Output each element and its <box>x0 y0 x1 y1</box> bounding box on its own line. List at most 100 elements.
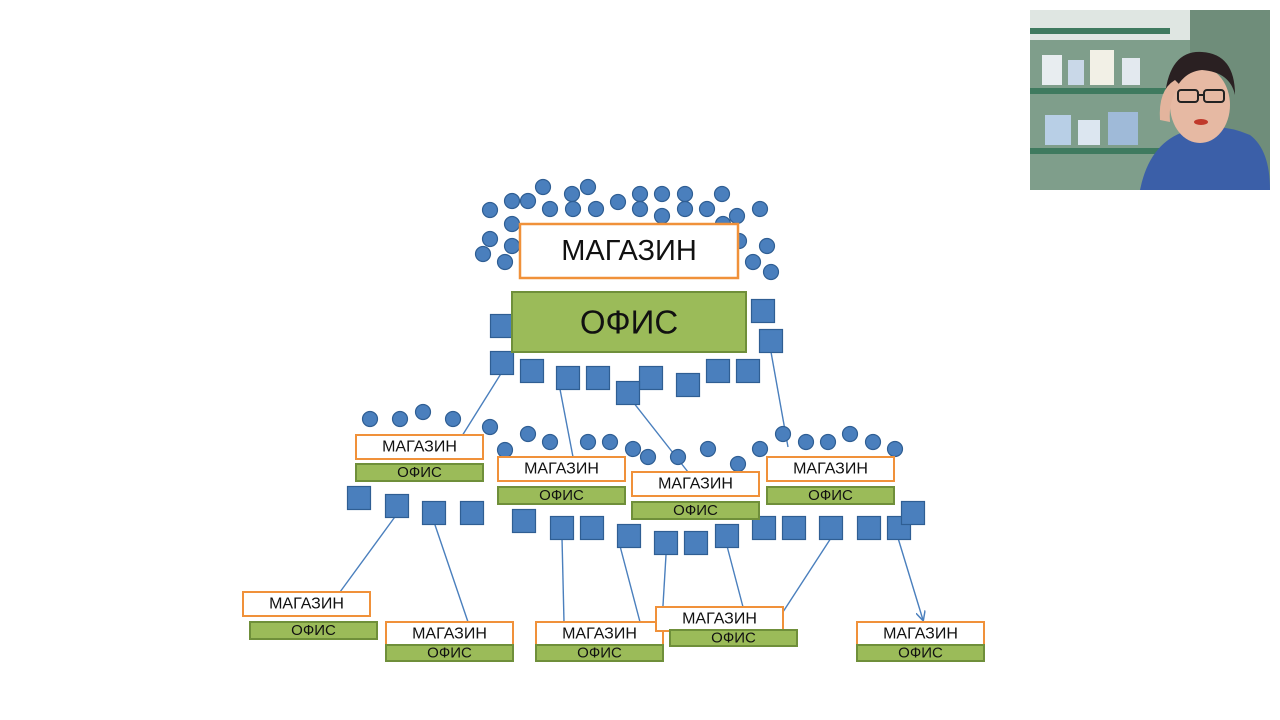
customer-dot <box>764 265 779 280</box>
supplier-square <box>581 517 604 540</box>
branch-unit: МАГАЗИН ОФИС <box>656 607 797 647</box>
office-label: ОФИС <box>808 487 853 504</box>
office-label: ОФИС <box>673 502 718 519</box>
office-label: ОФИС <box>427 645 472 662</box>
customer-dot <box>655 187 670 202</box>
customer-dot <box>760 239 775 254</box>
customer-dot <box>543 202 558 217</box>
supplier-square <box>783 517 806 540</box>
supplier-square <box>858 517 881 540</box>
customer-dot <box>655 209 670 224</box>
customer-dot <box>700 202 715 217</box>
connection-line <box>559 384 573 457</box>
supplier-square <box>677 374 700 397</box>
customer-dot <box>505 217 520 232</box>
presenter-video <box>1030 10 1270 190</box>
customer-dot <box>505 239 520 254</box>
customer-dot <box>476 247 491 262</box>
supplier-square <box>655 532 678 555</box>
office-label: ОФИС <box>580 304 678 341</box>
customer-dot <box>581 180 596 195</box>
customer-dot <box>603 435 618 450</box>
supplier-square <box>348 487 371 510</box>
office-label: ОФИС <box>577 645 622 662</box>
customer-dot <box>498 443 513 458</box>
customer-dot <box>363 412 378 427</box>
customer-dot <box>543 435 558 450</box>
customer-dot <box>866 435 881 450</box>
customer-dot <box>671 450 686 465</box>
customer-dot <box>678 187 693 202</box>
customer-dot <box>581 435 596 450</box>
customer-dot <box>633 187 648 202</box>
customer-dot <box>416 405 431 420</box>
customer-dot <box>730 209 745 224</box>
customer-dot <box>746 255 761 270</box>
customer-dot <box>633 202 648 217</box>
shop-label: МАГАЗИН <box>883 626 958 643</box>
connection-line <box>781 538 831 615</box>
supplier-square <box>491 315 514 338</box>
customer-dot <box>393 412 408 427</box>
office-label: ОФИС <box>291 622 336 639</box>
branch-unit: МАГАЗИН ОФИС <box>632 472 759 519</box>
office-label: ОФИС <box>898 645 943 662</box>
connection-line <box>434 522 468 622</box>
customer-dot <box>641 450 656 465</box>
shop-label: МАГАЗИН <box>269 596 344 613</box>
customer-dot <box>498 255 513 270</box>
connection-line <box>727 546 743 607</box>
supplier-square <box>820 517 843 540</box>
customer-dot <box>446 412 461 427</box>
supplier-square <box>902 502 925 525</box>
supplier-square <box>461 502 484 525</box>
customer-dot <box>521 427 536 442</box>
shop-label: МАГАЗИН <box>658 476 733 493</box>
supplier-square <box>752 300 775 323</box>
connection-line <box>620 546 640 622</box>
customer-dot <box>701 442 716 457</box>
shop-label: МАГАЗИН <box>561 235 697 267</box>
customer-dot <box>483 232 498 247</box>
customer-dot <box>715 187 730 202</box>
connection-line <box>898 538 923 620</box>
office-label: ОФИС <box>539 487 584 504</box>
connection-line <box>340 514 397 592</box>
customer-dot <box>753 202 768 217</box>
customer-dot <box>611 195 626 210</box>
supplier-square <box>716 525 739 548</box>
customer-dot <box>821 435 836 450</box>
supplier-square <box>737 360 760 383</box>
customer-dot <box>536 180 551 195</box>
supplier-square <box>617 382 640 405</box>
supplier-square <box>587 367 610 390</box>
main-unit: МАГАЗИН ОФИС <box>512 224 746 352</box>
branch-unit: МАГАЗИН ОФИС <box>243 592 377 639</box>
supplier-square <box>760 330 783 353</box>
shop-label: МАГАЗИН <box>382 439 457 456</box>
customer-dot <box>566 202 581 217</box>
customer-dot <box>678 202 693 217</box>
supplier-square <box>618 525 641 548</box>
customer-dot <box>753 442 768 457</box>
shop-label: МАГАЗИН <box>682 611 757 628</box>
supplier-square <box>557 367 580 390</box>
shop-label: МАГАЗИН <box>524 461 599 478</box>
customer-dot <box>565 187 580 202</box>
supplier-square <box>685 532 708 555</box>
supplier-square <box>707 360 730 383</box>
customer-dot <box>776 427 791 442</box>
office-label: ОФИС <box>711 630 756 647</box>
branch-unit: МАГАЗИНОФИС <box>536 622 663 662</box>
customer-dot <box>521 194 536 209</box>
customer-dot <box>731 457 746 472</box>
supplier-square <box>551 517 574 540</box>
branch-unit: МАГАЗИН ОФИС <box>498 457 625 504</box>
customer-dot <box>483 203 498 218</box>
supplier-square <box>386 495 409 518</box>
customer-dot <box>589 202 604 217</box>
